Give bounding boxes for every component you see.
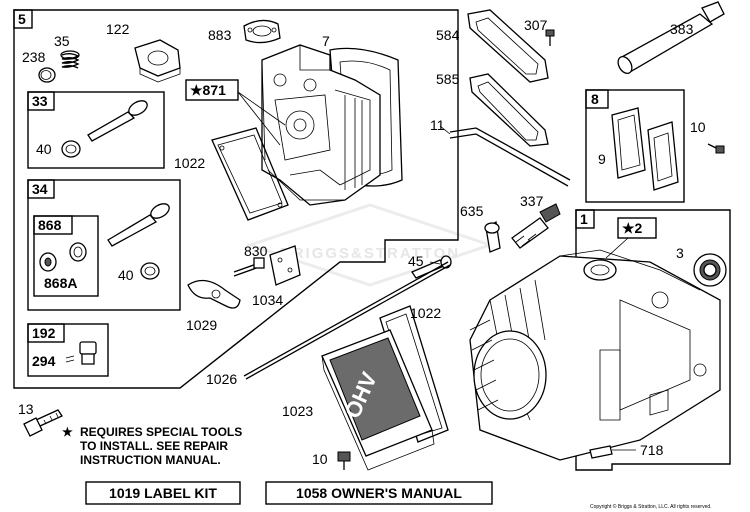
label-7: 7 xyxy=(322,33,330,49)
group-8-label: 8 xyxy=(591,91,599,107)
label-1029: 1029 xyxy=(186,317,217,333)
part-238-washer[interactable] xyxy=(38,67,56,83)
part-868-seal-set[interactable] xyxy=(39,242,87,272)
owners-manual-box[interactable]: 1058 OWNER'S MANUAL xyxy=(265,481,493,505)
part-192-breather[interactable] xyxy=(65,341,97,365)
label-40-upper: 40 xyxy=(36,141,52,157)
label-337: 337 xyxy=(520,193,544,209)
group-33-label: 33 xyxy=(32,93,48,109)
group-868-box: 868 xyxy=(33,215,99,297)
part-383-tube[interactable] xyxy=(615,1,725,76)
part-10-screw-upper[interactable] xyxy=(707,143,725,154)
special-tools-note: ★ REQUIRES SPECIAL TOOLS TO INSTALL. SEE… xyxy=(62,425,242,467)
part-830-stud[interactable] xyxy=(233,257,265,277)
label-1034: 1034 xyxy=(252,292,283,308)
label-383: 383 xyxy=(670,21,694,37)
group-33-box: 33 xyxy=(27,91,165,169)
copyright-text: Copyright © Briggs & Stratton, LLC. All … xyxy=(590,503,712,510)
part-1022-head-gasket[interactable] xyxy=(211,127,289,221)
part-9-gasket[interactable] xyxy=(611,107,646,179)
part-35-spring[interactable] xyxy=(60,50,80,69)
label-35: 35 xyxy=(54,33,70,49)
label-635: 635 xyxy=(460,203,484,219)
group-8-box: 8 xyxy=(585,89,685,203)
group-2-label: ★2 xyxy=(622,220,643,236)
label-1026: 1026 xyxy=(206,371,237,387)
part-122-retainer[interactable] xyxy=(134,39,181,83)
label-45: 45 xyxy=(408,253,424,269)
part-11-rod[interactable] xyxy=(439,125,571,187)
label-1023: 1023 xyxy=(282,403,313,419)
part-40-seal-lower[interactable] xyxy=(140,262,160,280)
owners-manual-text: 1058 OWNER'S MANUAL xyxy=(296,485,462,501)
label-13: 13 xyxy=(18,401,34,417)
part-8-breather-cover[interactable] xyxy=(647,121,679,191)
note-line-2: TO INSTALL. SEE REPAIR xyxy=(80,439,228,453)
note-star: ★ xyxy=(62,425,73,439)
part-34-exhaust-valve[interactable] xyxy=(107,201,172,247)
part-718-dowel-pin[interactable] xyxy=(589,445,636,459)
label-584: 584 xyxy=(436,27,460,43)
label-238: 238 xyxy=(22,49,46,65)
label-307: 307 xyxy=(524,17,548,33)
label-40-lower: 40 xyxy=(118,267,134,283)
cylinder-head[interactable] xyxy=(261,44,381,206)
group-192-label: 192 xyxy=(32,325,56,341)
cylinder-block[interactable] xyxy=(469,249,721,461)
note-line-1: REQUIRES SPECIAL TOOLS xyxy=(80,425,242,439)
label-830: 830 xyxy=(244,243,268,259)
part-1026-push-rod[interactable] xyxy=(243,261,451,380)
watermark-text: BRIGGS&STRATTON xyxy=(280,245,460,262)
part-585-gasket[interactable] xyxy=(469,73,549,147)
label-11: 11 xyxy=(430,117,445,133)
group-192-box: 192 xyxy=(27,323,109,377)
label-kit-box[interactable]: 1019 LABEL KIT xyxy=(85,481,241,505)
part-337-spark-plug[interactable] xyxy=(511,203,561,249)
group-34-label: 34 xyxy=(32,181,48,197)
group-1-box: 1 ★2 xyxy=(575,209,731,471)
label-1022-right: 1022 xyxy=(410,305,441,321)
part-3-oil-seal[interactable] xyxy=(693,253,727,287)
part-1034-plate[interactable] xyxy=(269,245,301,286)
label-10-lower: 10 xyxy=(312,451,328,467)
label-1022-left: 1022 xyxy=(174,155,205,171)
group-1-label: 1 xyxy=(580,211,588,227)
label-883: 883 xyxy=(208,27,232,43)
part-584-gasket[interactable] xyxy=(467,9,549,83)
label-122: 122 xyxy=(106,21,130,37)
group-5-box: 5 xyxy=(13,9,459,389)
part-307-screw[interactable] xyxy=(545,29,555,46)
part-10-screw-lower[interactable] xyxy=(337,451,351,470)
group-871-label: ★871 xyxy=(190,82,226,98)
part-1029-rocker-arm[interactable] xyxy=(187,279,241,309)
label-10-upper: 10 xyxy=(690,119,706,135)
label-585: 585 xyxy=(436,71,460,87)
label-294: 294 xyxy=(32,353,56,369)
part-40-seal-upper[interactable] xyxy=(61,140,81,158)
group-34-box: 34 xyxy=(27,179,181,311)
label-9: 9 xyxy=(598,151,606,167)
part-33-intake-valve[interactable] xyxy=(87,98,150,142)
label-868a: 868A xyxy=(44,275,77,291)
label-718: 718 xyxy=(640,442,664,458)
part-883-gasket[interactable] xyxy=(243,19,281,44)
part-635-fitting[interactable] xyxy=(484,220,501,253)
part-13-bolt[interactable] xyxy=(23,409,63,437)
part-1023-rocker-cover[interactable] xyxy=(321,329,435,471)
group-5-label: 5 xyxy=(18,11,26,27)
group-868-label: 868 xyxy=(38,217,62,233)
label-kit-text: 1019 LABEL KIT xyxy=(109,485,217,501)
group-871-box: ★871 xyxy=(185,79,286,146)
note-line-3: INSTRUCTION MANUAL. xyxy=(80,453,221,467)
label-3: 3 xyxy=(676,245,684,261)
